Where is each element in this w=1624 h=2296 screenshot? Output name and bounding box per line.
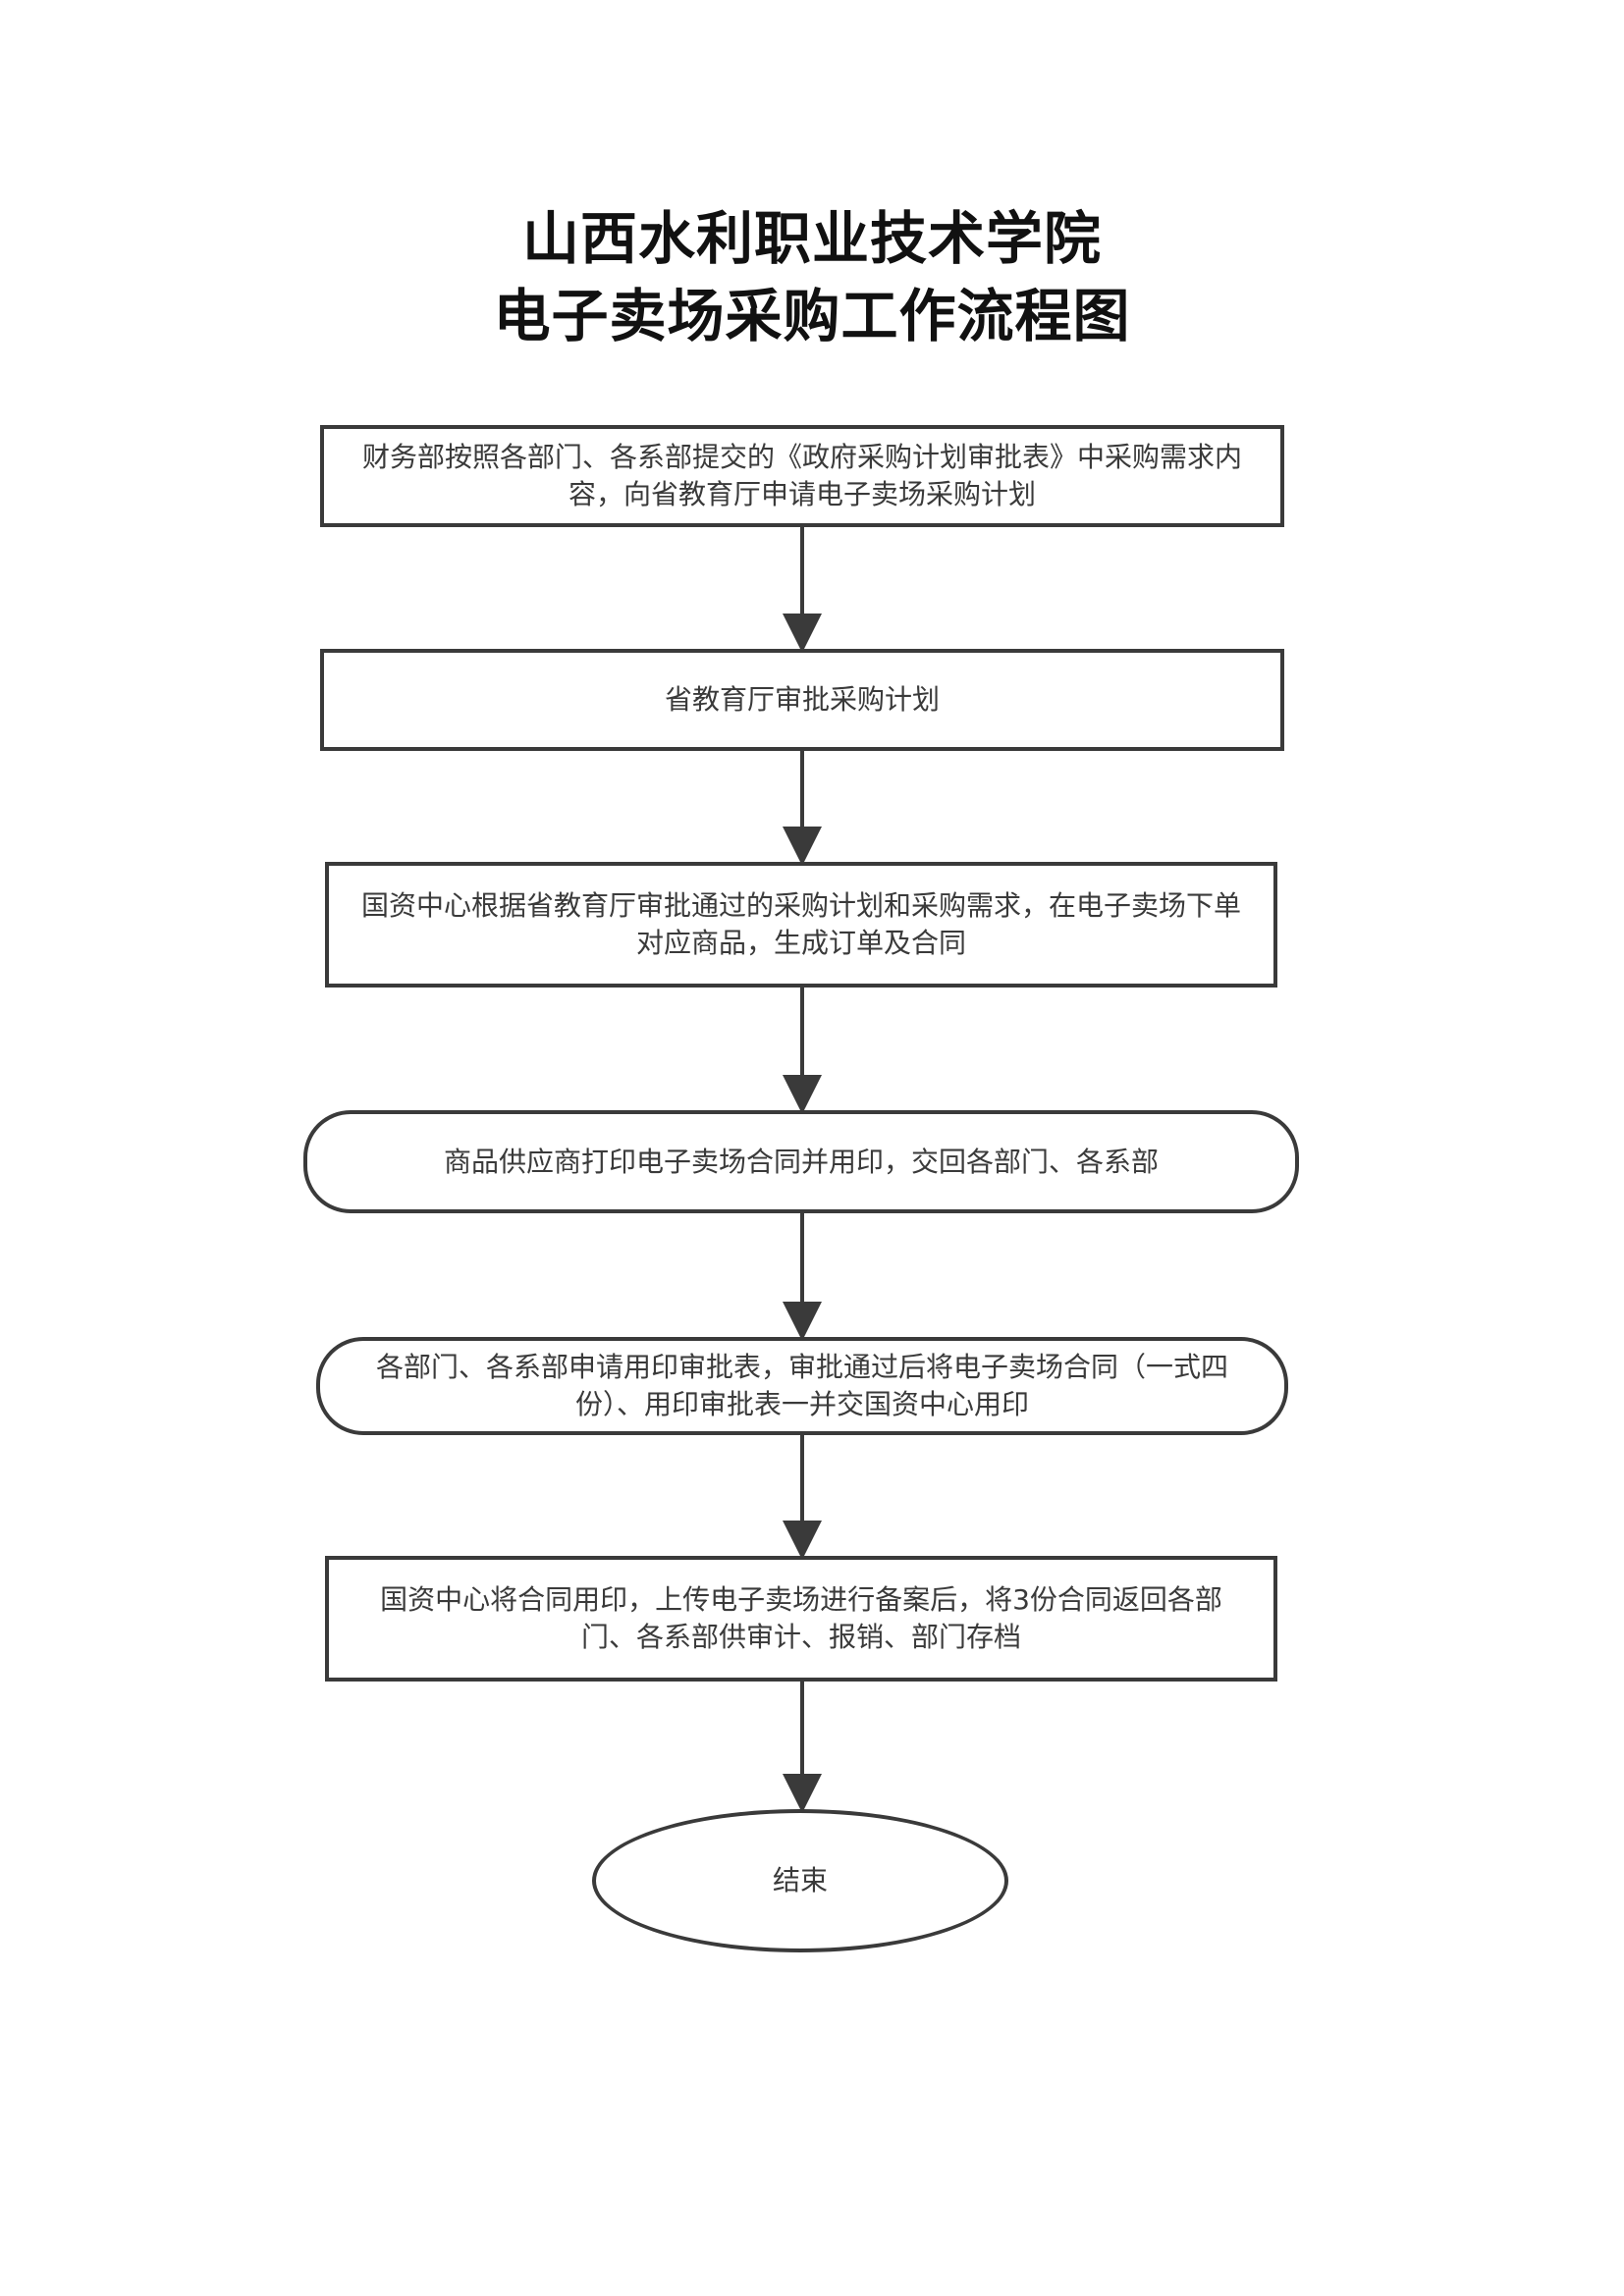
step-6-text: 国资中心将合同用印，上传电子卖场进行备案后，将3份合同返回各部门、各系部供审计、… xyxy=(380,1583,1222,1653)
page-title-line-1: 山西水利职业技术学院 xyxy=(521,205,1102,272)
process-step-apply-plan: 财务部按照各部门、各系部提交的《政府采购计划审批表》中采购需求内容，向省教育厅申… xyxy=(320,425,1284,527)
step-2-text: 省教育厅审批采购计划 xyxy=(664,683,940,716)
end-text: 结束 xyxy=(772,1864,828,1896)
process-step-place-order: 国资中心根据省教育厅审批通过的采购计划和采购需求，在电子卖场下单对应商品，生成订… xyxy=(325,862,1277,988)
step-3-text: 国资中心根据省教育厅审批通过的采购计划和采购需求，在电子卖场下单对应商品，生成订… xyxy=(360,889,1241,959)
page-title-line-2: 电子卖场采购工作流程图 xyxy=(493,283,1131,349)
process-step-record-and-return: 国资中心将合同用印，上传电子卖场进行备案后，将3份合同返回各部门、各系部供审计、… xyxy=(325,1556,1277,1682)
step-5-text: 各部门、各系部申请用印审批表，审批通过后将电子卖场合同（一式四份）、用印审批表一… xyxy=(375,1351,1228,1420)
step-1-text: 财务部按照各部门、各系部提交的《政府采购计划审批表》中采购需求内容，向省教育厅申… xyxy=(361,441,1242,510)
terminal-end: 结束 xyxy=(592,1809,1008,1952)
step-4-text: 商品供应商打印电子卖场合同并用印，交回各部门、各系部 xyxy=(443,1145,1159,1178)
process-step-supplier-seal: 商品供应商打印电子卖场合同并用印，交回各部门、各系部 xyxy=(303,1110,1299,1213)
process-step-approve-plan: 省教育厅审批采购计划 xyxy=(320,649,1284,751)
process-step-department-seal-request: 各部门、各系部申请用印审批表，审批通过后将电子卖场合同（一式四份）、用印审批表一… xyxy=(316,1337,1288,1435)
